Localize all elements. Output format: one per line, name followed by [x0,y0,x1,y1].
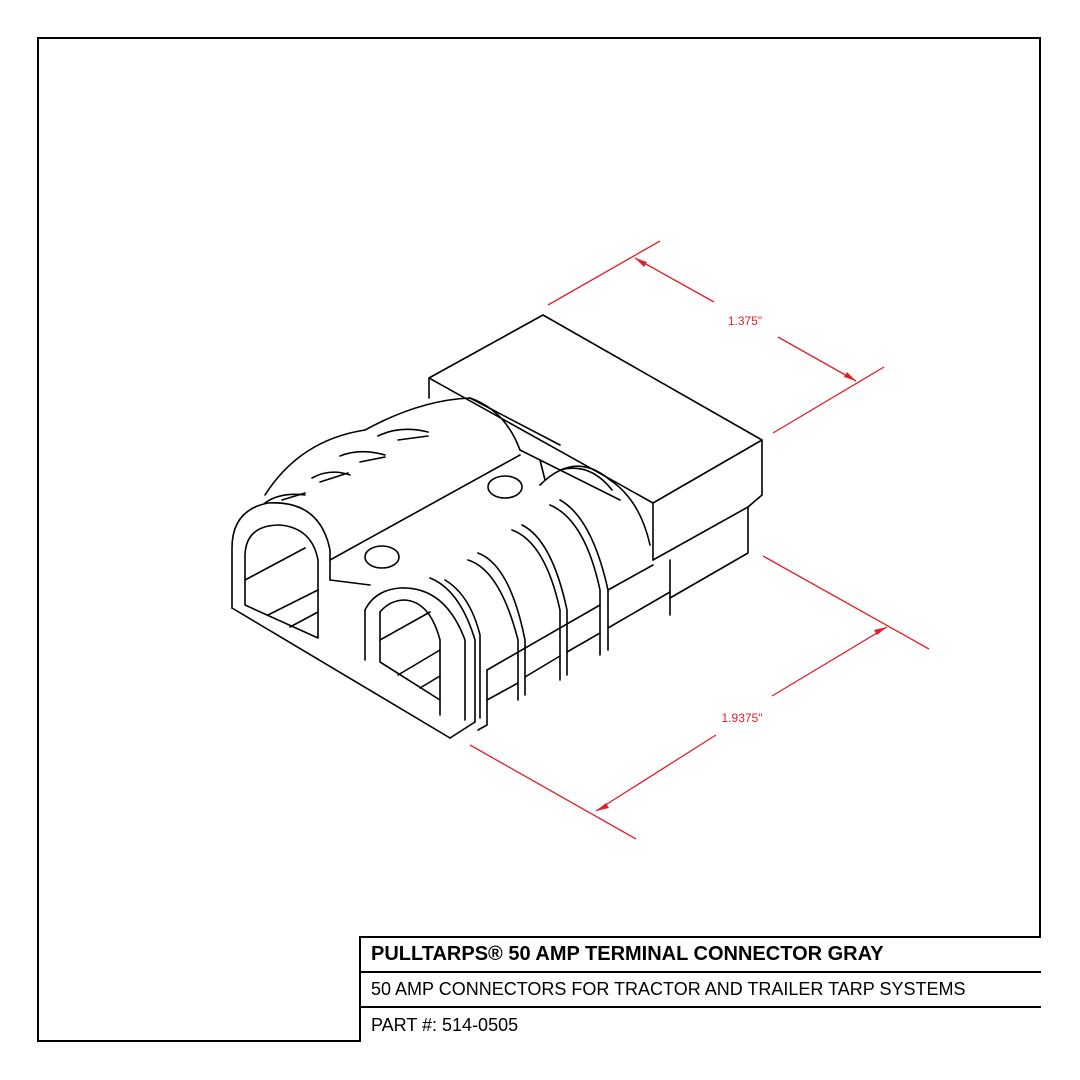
width-dimension-line-a [771,626,888,697]
width-arrow-1 [874,627,887,635]
part-number: PART #: 514-0505 [371,1014,519,1035]
depth-arrow-1 [635,258,647,267]
depth-extension-line-2 [772,366,885,434]
connector-body [231,314,763,739]
depth-dimension-line-b [777,336,857,382]
width-dimension-line-b [595,734,717,812]
width-label: 1.9375" [722,711,763,725]
width-arrow-2 [596,803,609,811]
depth-arrow-2 [844,372,856,381]
product-title: PULLTARPS® 50 AMP TERMINAL CONNECTOR GRA… [361,938,1041,973]
width-extension-line-1 [762,555,930,650]
depth-dimension-line-a [634,257,715,303]
dimension-width [469,555,930,840]
dimension-depth [547,240,885,434]
width-extension-line-2 [469,744,637,840]
depth-extension-line-1 [547,240,661,306]
depth-label: 1.375" [728,314,762,328]
title-block: PULLTARPS® 50 AMP TERMINAL CONNECTOR GRA… [359,936,1041,1042]
product-description: 50 AMP CONNECTORS FOR TRACTOR AND TRAILE… [361,973,1041,1008]
